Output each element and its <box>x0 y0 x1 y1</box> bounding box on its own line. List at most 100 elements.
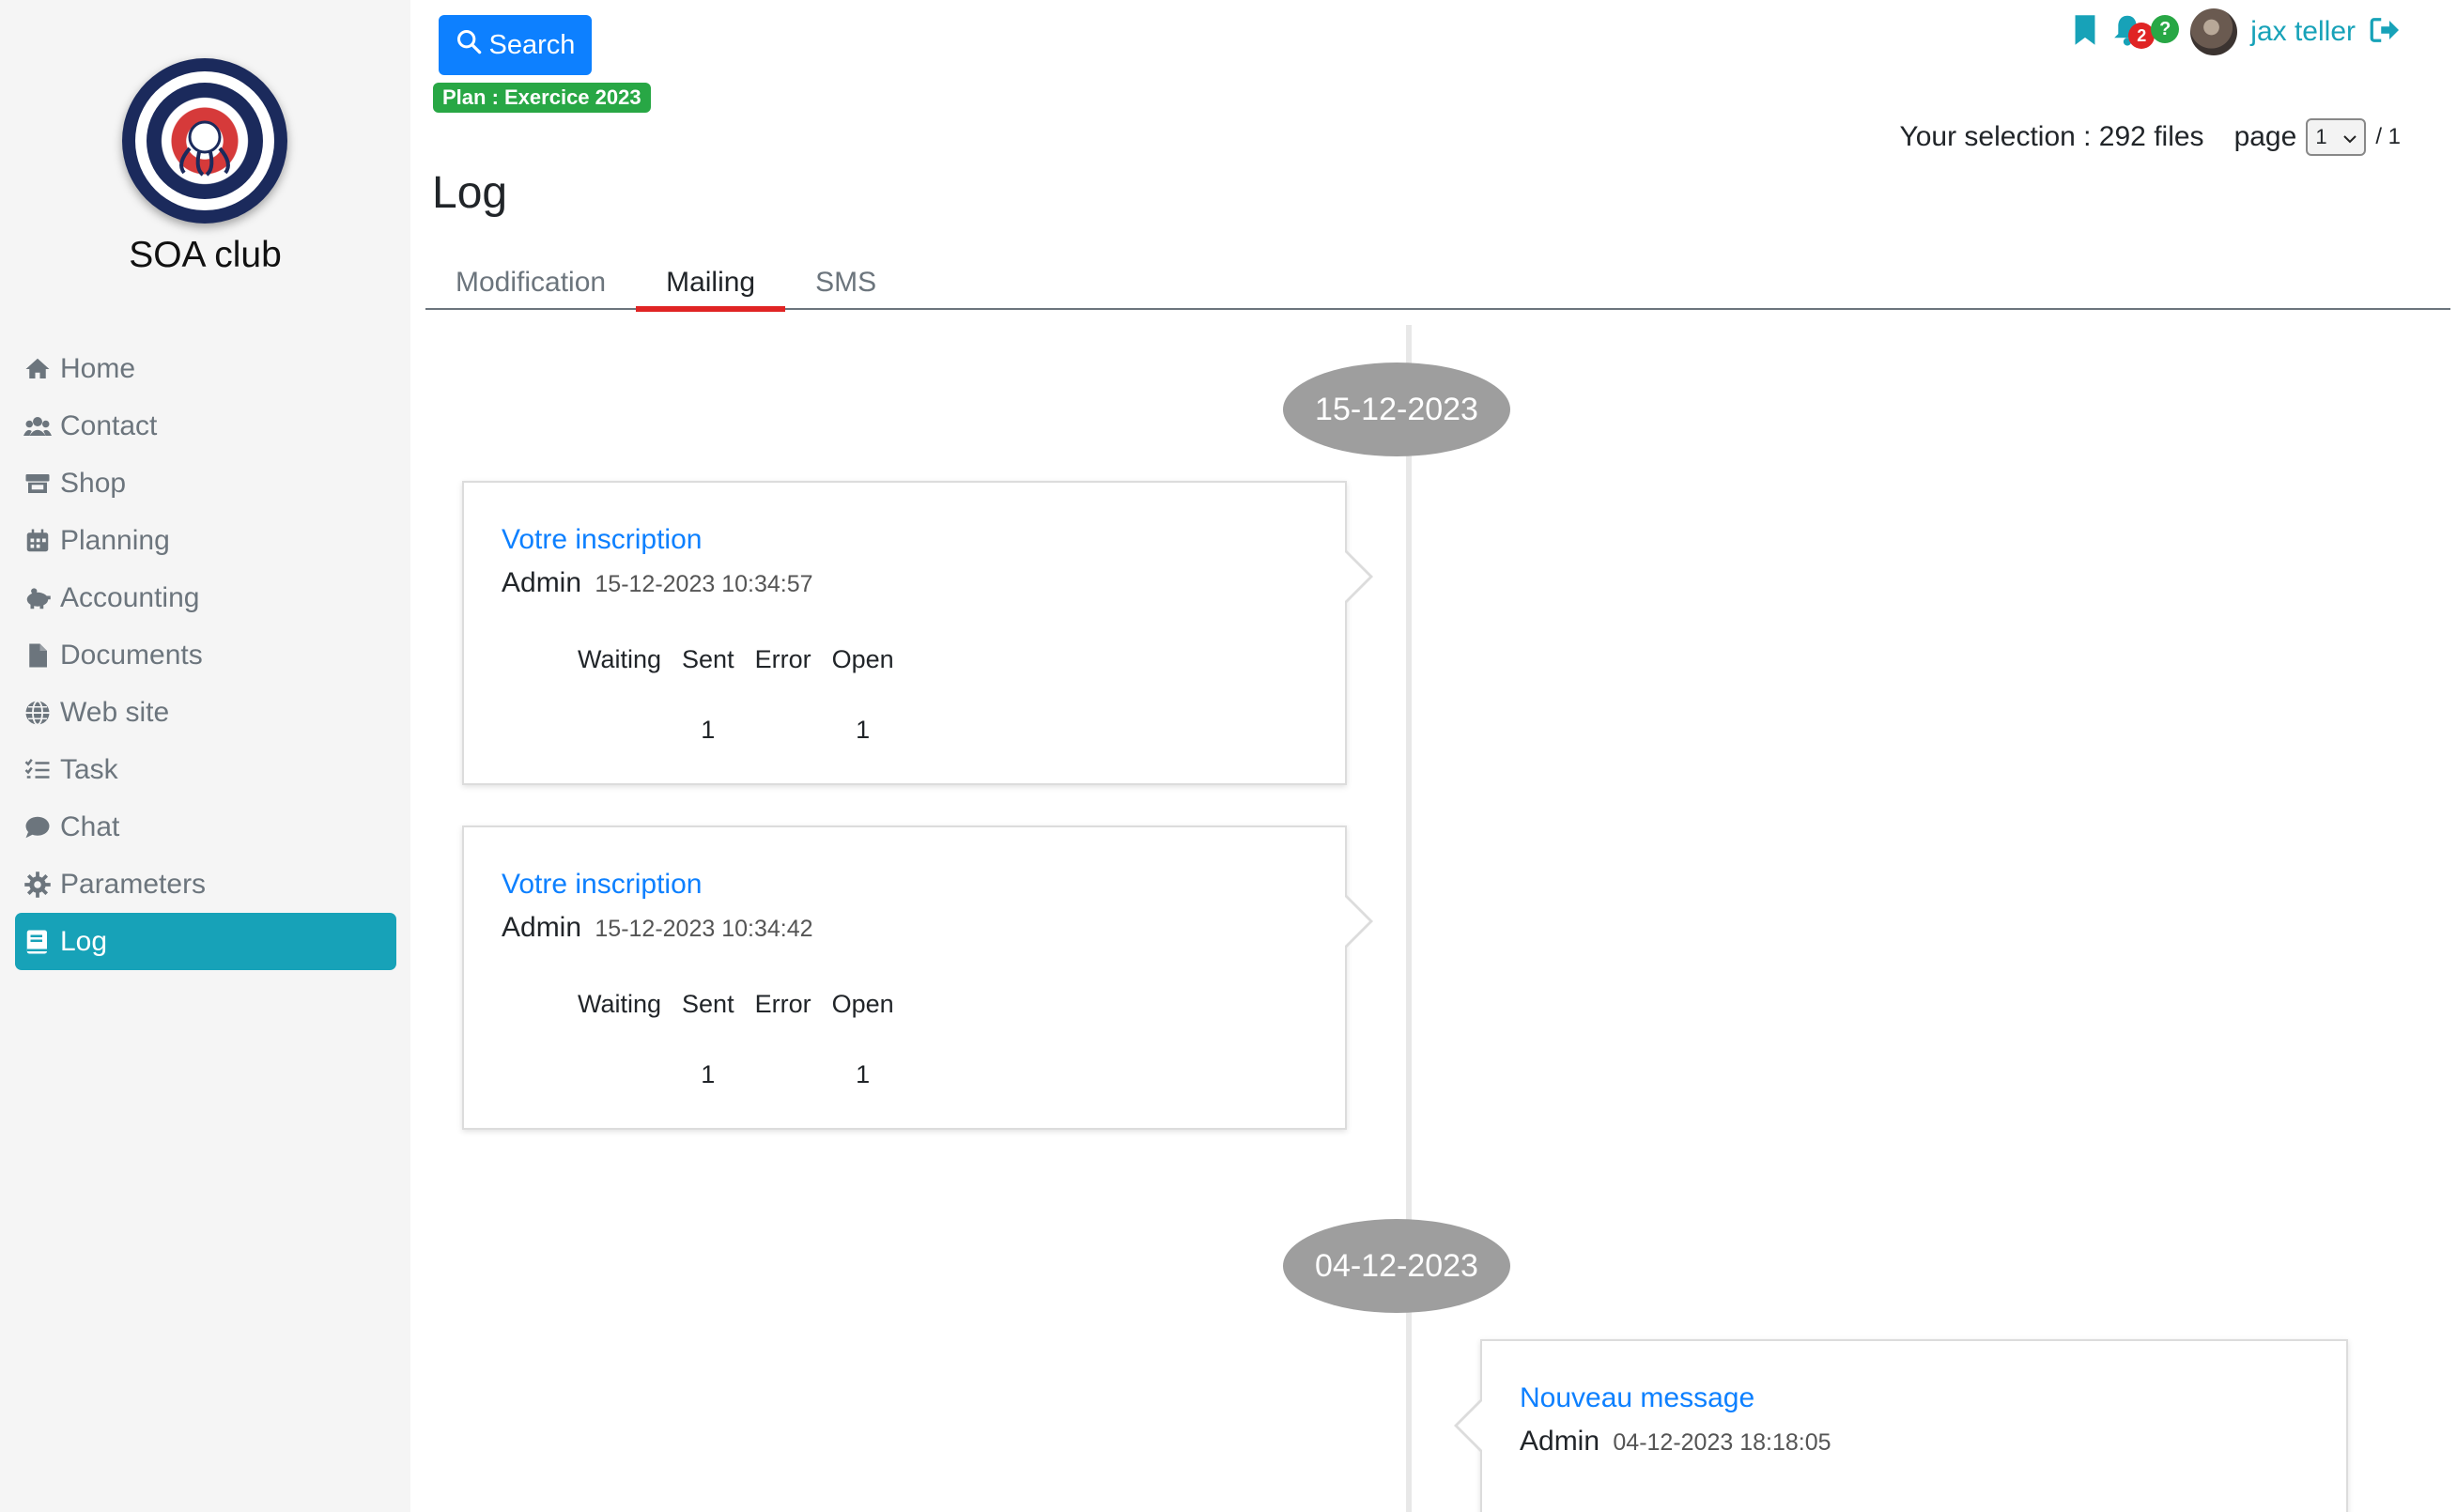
card-timestamp: 15-12-2023 10:34:57 <box>595 571 813 597</box>
timeline-date-badge: 04-12-2023 <box>1283 1219 1510 1313</box>
home-icon <box>23 354 53 384</box>
username-link[interactable]: jax teller <box>2250 16 2356 47</box>
calendar-icon <box>23 526 53 556</box>
stats-header-open: Open <box>831 989 894 1018</box>
sidebar: SOA club Home Contact Shop Planning <box>0 0 410 1512</box>
sidebar-item-website[interactable]: Web site <box>15 684 396 741</box>
stats-value-error <box>745 678 822 745</box>
card-meta: Admin 15-12-2023 10:34:57 <box>502 567 1307 599</box>
mailing-title-link[interactable]: Votre inscription <box>502 869 703 900</box>
card-meta: Admin 15-12-2023 10:34:42 <box>502 912 1307 944</box>
sidebar-item-label: Shop <box>60 467 127 499</box>
bookmark-icon[interactable] <box>2072 14 2098 51</box>
sidebar-item-documents[interactable]: Documents <box>15 626 396 684</box>
gear-icon <box>23 870 53 900</box>
stats-value-open: 1 <box>856 716 871 744</box>
sidebar-item-chat[interactable]: Chat <box>15 798 396 856</box>
card-pointer <box>1343 893 1373 949</box>
sidebar-item-label: Parameters <box>60 868 207 900</box>
timeline-card: Votre inscription Admin 15-12-2023 10:34… <box>462 825 1373 1130</box>
timeline-card: Votre inscription Admin 15-12-2023 10:34… <box>462 481 1373 785</box>
sidebar-item-label: Documents <box>60 639 203 671</box>
plan-badge[interactable]: Plan : Exercice 2023 <box>433 83 651 113</box>
card-author: Admin <box>502 567 582 598</box>
piggy-bank-icon <box>23 583 53 613</box>
sidebar-item-log[interactable]: Log <box>15 913 396 970</box>
mailing-title-link[interactable]: Votre inscription <box>502 524 703 555</box>
mailing-title-link[interactable]: Nouveau message <box>1520 1382 1755 1413</box>
stats-value-sent: 1 <box>701 1060 716 1088</box>
mailing-stats-table: Waiting Sent Error Open 1 1 <box>567 985 904 1089</box>
chevron-down-icon <box>2343 125 2357 149</box>
sidebar-item-accounting[interactable]: Accounting <box>15 569 396 626</box>
stats-value-waiting <box>567 678 672 745</box>
card-pointer <box>1454 1397 1484 1454</box>
log-tabs: Modification Mailing SMS <box>425 255 2450 312</box>
comment-icon <box>23 812 53 842</box>
stats-value-error <box>745 1023 822 1089</box>
stats-value-waiting <box>567 1023 672 1089</box>
card-author: Admin <box>1520 1426 1600 1457</box>
user-toolbar: 2 ? jax teller <box>2072 8 2401 56</box>
selection-count: Your selection : 292 files <box>1899 121 2204 152</box>
search-button[interactable]: Search <box>439 15 592 75</box>
timeline-date-badge: 15-12-2023 <box>1283 363 1510 456</box>
sidebar-item-label: Web site <box>60 696 170 728</box>
avatar[interactable] <box>2190 8 2238 55</box>
sidebar-item-label: Task <box>60 753 118 785</box>
book-icon <box>23 927 53 957</box>
sidebar-item-label: Accounting <box>60 581 200 613</box>
users-icon <box>23 411 53 441</box>
tasks-icon <box>23 755 53 785</box>
page-select-value: 1 <box>2315 125 2327 148</box>
tab-mailing[interactable]: Mailing <box>636 255 786 312</box>
card-pointer <box>1343 548 1373 605</box>
stats-header-error: Error <box>754 989 811 1018</box>
card-timestamp: 15-12-2023 10:34:42 <box>595 916 813 942</box>
page-title: Log <box>432 168 508 218</box>
help-badge[interactable]: ? <box>2151 15 2180 43</box>
sidebar-item-contact[interactable]: Contact <box>15 397 396 455</box>
sidebar-item-task[interactable]: Task <box>15 741 396 798</box>
notification-count-badge: 2 <box>2128 23 2156 49</box>
sidebar-nav: Home Contact Shop Planning Accounting <box>15 340 396 970</box>
card-author: Admin <box>502 912 582 943</box>
octopus-logo-icon <box>179 120 230 177</box>
sidebar-item-label: Planning <box>60 524 170 556</box>
stats-header-open: Open <box>831 644 894 673</box>
sidebar-item-label: Contact <box>60 409 158 441</box>
search-icon <box>456 28 482 62</box>
card-meta: Admin 04-12-2023 18:18:05 <box>1520 1426 2309 1458</box>
card-timestamp: 04-12-2023 18:18:05 <box>1613 1429 1831 1456</box>
club-logo[interactable] <box>122 58 287 224</box>
sidebar-item-home[interactable]: Home <box>15 340 396 397</box>
globe-icon <box>23 698 53 728</box>
page-label: page <box>2233 121 2297 152</box>
tab-modification[interactable]: Modification <box>456 267 607 298</box>
stats-header-waiting: Waiting <box>578 989 662 1018</box>
page-total: / 1 <box>2375 124 2401 149</box>
stats-header-waiting: Waiting <box>578 644 662 673</box>
page-select[interactable]: 1 <box>2306 118 2367 156</box>
timeline-line <box>1406 325 1412 1512</box>
stats-header-sent: Sent <box>682 989 734 1018</box>
stats-value-open: 1 <box>856 1060 871 1088</box>
sidebar-item-label: Log <box>60 925 108 957</box>
sidebar-item-planning[interactable]: Planning <box>15 512 396 569</box>
logout-icon[interactable] <box>2369 16 2401 49</box>
tab-sms[interactable]: SMS <box>815 267 877 298</box>
mailing-stats-table: Waiting Sent Error Open 1 1 <box>567 640 904 745</box>
sidebar-item-parameters[interactable]: Parameters <box>15 856 396 913</box>
stats-header-error: Error <box>754 644 811 673</box>
sidebar-item-shop[interactable]: Shop <box>15 455 396 512</box>
file-icon <box>23 640 53 671</box>
store-icon <box>23 469 53 499</box>
timeline-card: Nouveau message Admin 04-12-2023 18:18:0… <box>1454 1339 2348 1512</box>
sidebar-item-label: Chat <box>60 810 120 842</box>
club-name: SOA club <box>129 235 282 275</box>
notifications[interactable]: 2 ? <box>2111 11 2180 53</box>
search-button-label: Search <box>488 29 576 60</box>
sidebar-item-label: Home <box>60 352 136 384</box>
selection-info: Your selection : 292 files page 1 / 1 <box>1899 118 2401 156</box>
stats-value-sent: 1 <box>701 716 716 744</box>
